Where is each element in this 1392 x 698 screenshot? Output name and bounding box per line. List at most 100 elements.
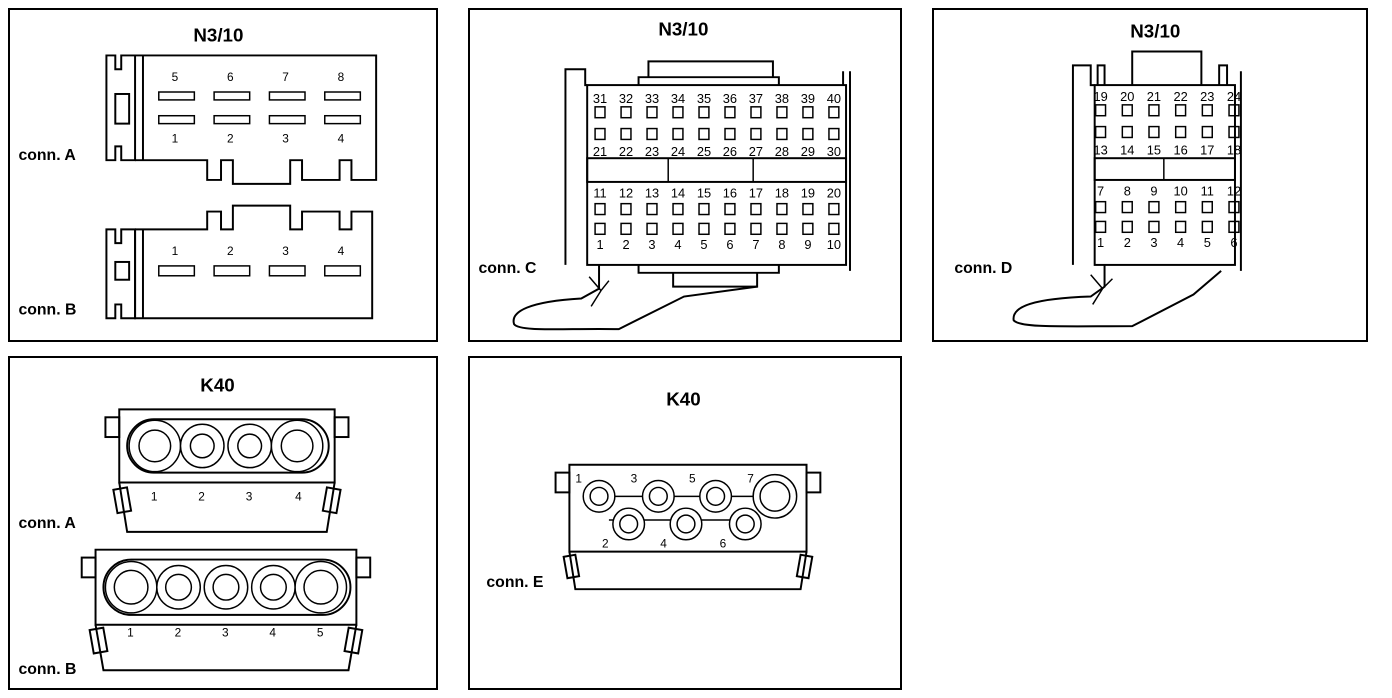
pin-terminal (1174, 125, 1187, 139)
pin-number-label: 17 (749, 186, 763, 201)
pin-number-label: 1 (596, 237, 603, 252)
pin-number-label: 12 (619, 186, 633, 201)
k40-conn-b-pin-label: 5 (317, 626, 324, 640)
k40-conn-a-shape (104, 408, 350, 533)
pin-terminal (620, 222, 632, 236)
pin-number-label: 22 (619, 144, 633, 159)
pin-terminal (672, 222, 684, 236)
pin-terminal (594, 127, 606, 141)
pin-terminal (646, 222, 658, 236)
k40-conn-e-pin-label: 6 (720, 537, 727, 551)
pin-terminal (1094, 220, 1107, 234)
n310-d-title: N3/10 (1130, 21, 1180, 42)
pin-terminal (1201, 125, 1213, 139)
k40-conn-a-pin-label: 2 (198, 489, 205, 503)
pin-terminal (1148, 200, 1160, 214)
k40-conn-b-shape (80, 548, 372, 672)
pin-terminal (724, 127, 736, 141)
pin-hole-inner (303, 569, 339, 605)
pin-terminal (828, 127, 840, 141)
pin-number-label: 13 (645, 186, 659, 201)
panel-k40-conn-ab: K40 1 2 3 4 conn. A 1 2 3 4 5 conn. B (8, 356, 438, 690)
pin-number-label: 21 (1147, 89, 1161, 104)
pin-terminal (698, 222, 710, 236)
pin-terminal (776, 222, 788, 236)
pin-number-label: 13 (1093, 142, 1107, 157)
pin-terminal (802, 222, 814, 236)
k40-conn-e-pin-label: 7 (747, 471, 754, 485)
pin-number-label: 10 (827, 237, 841, 252)
pin-terminal (776, 127, 788, 141)
pin-terminal (672, 127, 684, 141)
pin-number-label: 5 (1204, 235, 1211, 250)
conn-b-label: conn. B (18, 301, 76, 318)
k40-conn-b-label: conn. B (18, 661, 76, 678)
pin-number-label: 21 (593, 144, 607, 159)
conn-a-pin-label: 7 (282, 70, 289, 84)
pin-hole-inner (113, 569, 149, 605)
pin-terminal (672, 106, 684, 119)
pin-terminal (750, 106, 762, 119)
conn-b-pin-label: 4 (338, 244, 345, 258)
pin-terminal (594, 106, 606, 119)
pin-number-label: 1 (1097, 235, 1104, 250)
pin-number-label: 23 (1200, 89, 1214, 104)
pin-number-label: 20 (1120, 89, 1134, 104)
pin-terminal (1228, 104, 1240, 117)
pin-number-label: 12 (1227, 184, 1241, 199)
pin-terminal (1148, 220, 1160, 234)
conn-d-label: conn. D (954, 260, 1012, 277)
pin-terminal (1201, 104, 1213, 117)
pin-number-label: 15 (1147, 142, 1161, 157)
conn-a-pin-label: 1 (172, 131, 179, 145)
pin-hole-inner (705, 486, 726, 506)
pin-hole-inner (589, 486, 609, 506)
pin-number-label: 32 (619, 91, 633, 106)
conn-a-pin-label: 3 (282, 131, 289, 145)
n310-conn-b-shape (105, 204, 374, 320)
pin-terminal (1148, 125, 1160, 139)
hole-frame (102, 558, 352, 616)
pin-number-label: 24 (671, 144, 685, 159)
pin-terminal (620, 106, 632, 119)
pin-hole-inner (280, 429, 314, 463)
k40-conn-a-label: conn. A (18, 515, 75, 532)
pin-terminal (1201, 220, 1213, 234)
pin-number-label: 29 (801, 144, 815, 159)
k40-conn-a-pin-label: 4 (295, 489, 302, 503)
pin-terminal (802, 202, 814, 216)
pin-hole-inner (212, 573, 240, 601)
pin-terminal (1121, 125, 1133, 139)
pin-number-label: 33 (645, 91, 659, 106)
k40-conn-b-pin-label: 2 (175, 626, 182, 640)
pin-terminal (802, 127, 814, 141)
pin-number-label: 22 (1173, 89, 1187, 104)
k40-conn-b-pin-label: 4 (269, 626, 276, 640)
pin-number-label: 16 (1173, 142, 1187, 157)
pin-terminal (698, 127, 710, 141)
k40-e-drawing: K40 1 3 5 7 2 4 6 conn. E (486, 388, 822, 591)
conn-b-pin-label: 2 (227, 244, 234, 258)
pin-number-label: 6 (1230, 235, 1237, 250)
pin-hole-inner (676, 514, 696, 534)
pin-terminal (594, 222, 606, 236)
k40-conn-a-pin-label: 1 (151, 489, 158, 503)
pin-terminal (1121, 220, 1133, 234)
pin-terminal (646, 127, 658, 141)
pin-terminal (724, 222, 736, 236)
k40-conn-a-pin-label: 3 (246, 489, 253, 503)
pin-terminal (1121, 104, 1133, 117)
conn-a-pin-label: 5 (172, 70, 179, 84)
pin-number-label: 28 (775, 144, 789, 159)
conn-a-pin-label: 8 (338, 70, 345, 84)
conn-a-pin-label: 4 (338, 131, 345, 145)
pin-number-label: 24 (1227, 89, 1241, 104)
pin-number-label: 7 (1097, 184, 1104, 199)
conn-c-label: conn. C (479, 260, 537, 277)
pin-terminal (776, 106, 788, 119)
pin-terminal (1094, 125, 1107, 139)
pin-terminal (1228, 125, 1240, 139)
